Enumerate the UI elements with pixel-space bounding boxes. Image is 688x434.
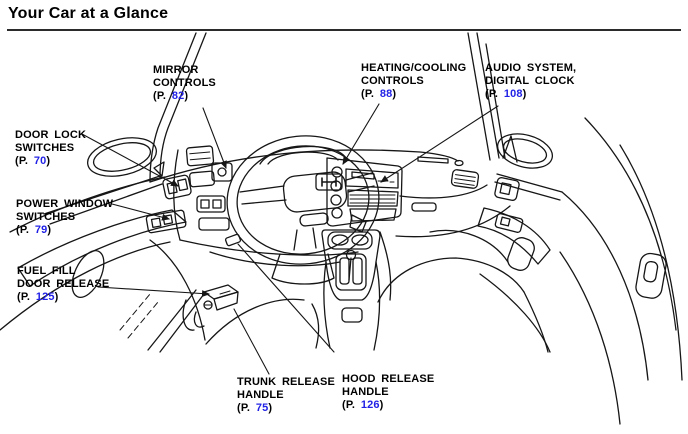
center-stack — [327, 158, 402, 226]
hood-release-page-link[interactable]: 126 — [360, 399, 380, 411]
left-dash-vent — [186, 146, 213, 166]
page-ref-prefix: (P. — [485, 88, 499, 100]
callout-text: DIGITAL CLOCK — [485, 75, 575, 87]
callout-leader-lines — [82, 104, 498, 374]
left-switch-panel — [197, 196, 229, 230]
page-ref-prefix: (P. — [361, 88, 375, 100]
leader-audio-system — [380, 106, 498, 182]
gear-shifter-console — [322, 230, 380, 350]
callout-text: CONTROLS — [153, 77, 216, 89]
page-ref-suffix: ) — [46, 155, 51, 167]
right-door-panel — [478, 118, 682, 424]
page-ref: (P. 82) — [153, 90, 216, 103]
callout-text: HOOD RELEASE — [342, 373, 435, 385]
callout-text: HEATING/COOLING — [361, 62, 467, 74]
callout-text: HANDLE — [237, 389, 284, 401]
leader-door-lock — [82, 134, 179, 186]
right-door-pull — [505, 235, 537, 273]
page-title: Your Car at a Glance — [8, 5, 169, 22]
right-inner-handle — [634, 252, 667, 300]
page-ref-prefix: (P. — [153, 90, 167, 102]
callout-text: MIRROR — [153, 64, 199, 76]
page-ref-suffix: ) — [184, 90, 189, 102]
page-ref-suffix: ) — [379, 399, 384, 411]
callout-text: DOOR RELEASE — [17, 278, 110, 290]
callout-text: HANDLE — [342, 386, 389, 398]
callout-power-window-switches: POWER WINDOW SWITCHES (P. 79) — [16, 198, 113, 237]
callout-text: SWITCHES — [15, 142, 75, 154]
honda-logo — [316, 174, 342, 190]
callout-text: FUEL FILL — [17, 265, 76, 277]
page-ref: (P. 70) — [15, 155, 86, 168]
callout-text: DOOR LOCK — [15, 129, 87, 141]
heating-cooling-page-link[interactable]: 88 — [379, 88, 393, 100]
callout-heating-cooling-controls: HEATING/COOLING CONTROLS (P. 88) — [361, 62, 466, 101]
left-door-panel — [0, 132, 205, 352]
mirror-controls-page-link[interactable]: 82 — [171, 90, 185, 102]
page-ref: (P. 88) — [361, 88, 466, 101]
right-side-mirror — [494, 128, 556, 173]
page-ref-suffix: ) — [522, 88, 527, 100]
glove-box-latch — [412, 203, 436, 211]
dash-sensor — [455, 161, 463, 166]
audio-system-page-link[interactable]: 108 — [503, 88, 523, 100]
seats-floor — [206, 230, 550, 352]
door-lock-page-link[interactable]: 70 — [33, 155, 47, 167]
page-ref-prefix: (P. — [237, 402, 251, 414]
release-levers — [183, 285, 238, 330]
steering-wheel — [221, 128, 386, 284]
leader-trunk-release — [234, 309, 269, 374]
shifter-gate — [336, 254, 366, 290]
page-ref-suffix: ) — [47, 224, 52, 236]
power-window-page-link[interactable]: 79 — [34, 224, 48, 236]
dashboard — [150, 146, 510, 300]
page-ref-prefix: (P. — [342, 399, 356, 411]
page-ref-suffix: ) — [392, 88, 397, 100]
page-ref: (P. 108) — [485, 88, 576, 101]
callout-text: POWER WINDOW — [16, 198, 114, 210]
steering-column — [272, 254, 334, 284]
callout-text: AUDIO SYSTEM, — [485, 62, 577, 74]
page-ref: (P. 125) — [17, 291, 109, 304]
right-dash-vent — [451, 169, 479, 188]
door-pull-pocket — [66, 246, 111, 302]
callout-mirror-controls: MIRROR CONTROLS (P. 82) — [153, 64, 216, 103]
page-ref: (P. 126) — [342, 399, 434, 412]
callout-text: CONTROLS — [361, 75, 424, 87]
leader-mirror-controls — [203, 108, 227, 169]
instrument-cluster — [260, 147, 346, 164]
audio-head-unit — [346, 169, 398, 221]
leader-heating-cooling — [343, 104, 379, 165]
page-ref-prefix: (P. — [15, 155, 29, 167]
mirror-control-switch — [212, 163, 232, 181]
callout-door-lock-switches: DOOR LOCK SWITCHES (P. 70) — [15, 129, 86, 168]
callout-hood-release-handle: HOOD RELEASE HANDLE (P. 126) — [342, 373, 434, 412]
page-ref-prefix: (P. — [17, 291, 31, 303]
defroster-vent — [418, 157, 448, 163]
leader-fuel-fill — [98, 287, 210, 298]
a-pillars — [150, 33, 505, 182]
left-side-mirror — [84, 132, 164, 183]
title-rule — [7, 29, 681, 31]
page-ref-prefix: (P. — [16, 224, 30, 236]
callout-trunk-release-handle: TRUNK RELEASE HANDLE (P. 75) — [237, 376, 335, 415]
fuel-fill-page-link[interactable]: 125 — [35, 291, 55, 303]
callout-text: SWITCHES — [16, 211, 76, 223]
right-door-lock-switch — [494, 177, 520, 201]
page-ref: (P. 75) — [237, 402, 335, 415]
page-ref-suffix: ) — [268, 402, 273, 414]
right-window-switch — [495, 213, 524, 233]
shift-lever — [349, 258, 351, 280]
callout-fuel-fill-door-release: FUEL FILL DOOR RELEASE (P. 125) — [17, 265, 109, 304]
leader-hood-release — [238, 244, 334, 352]
leader-power-window — [112, 204, 170, 221]
door-lock-switch-shape — [162, 175, 192, 200]
heating-cooling-knobs — [331, 167, 342, 218]
trunk-release-page-link[interactable]: 75 — [255, 402, 269, 414]
callout-audio-system: AUDIO SYSTEM, DIGITAL CLOCK (P. 108) — [485, 62, 576, 101]
callout-text: TRUNK RELEASE — [237, 376, 335, 388]
page-ref: (P. 79) — [16, 224, 113, 237]
page-ref-suffix: ) — [54, 291, 59, 303]
